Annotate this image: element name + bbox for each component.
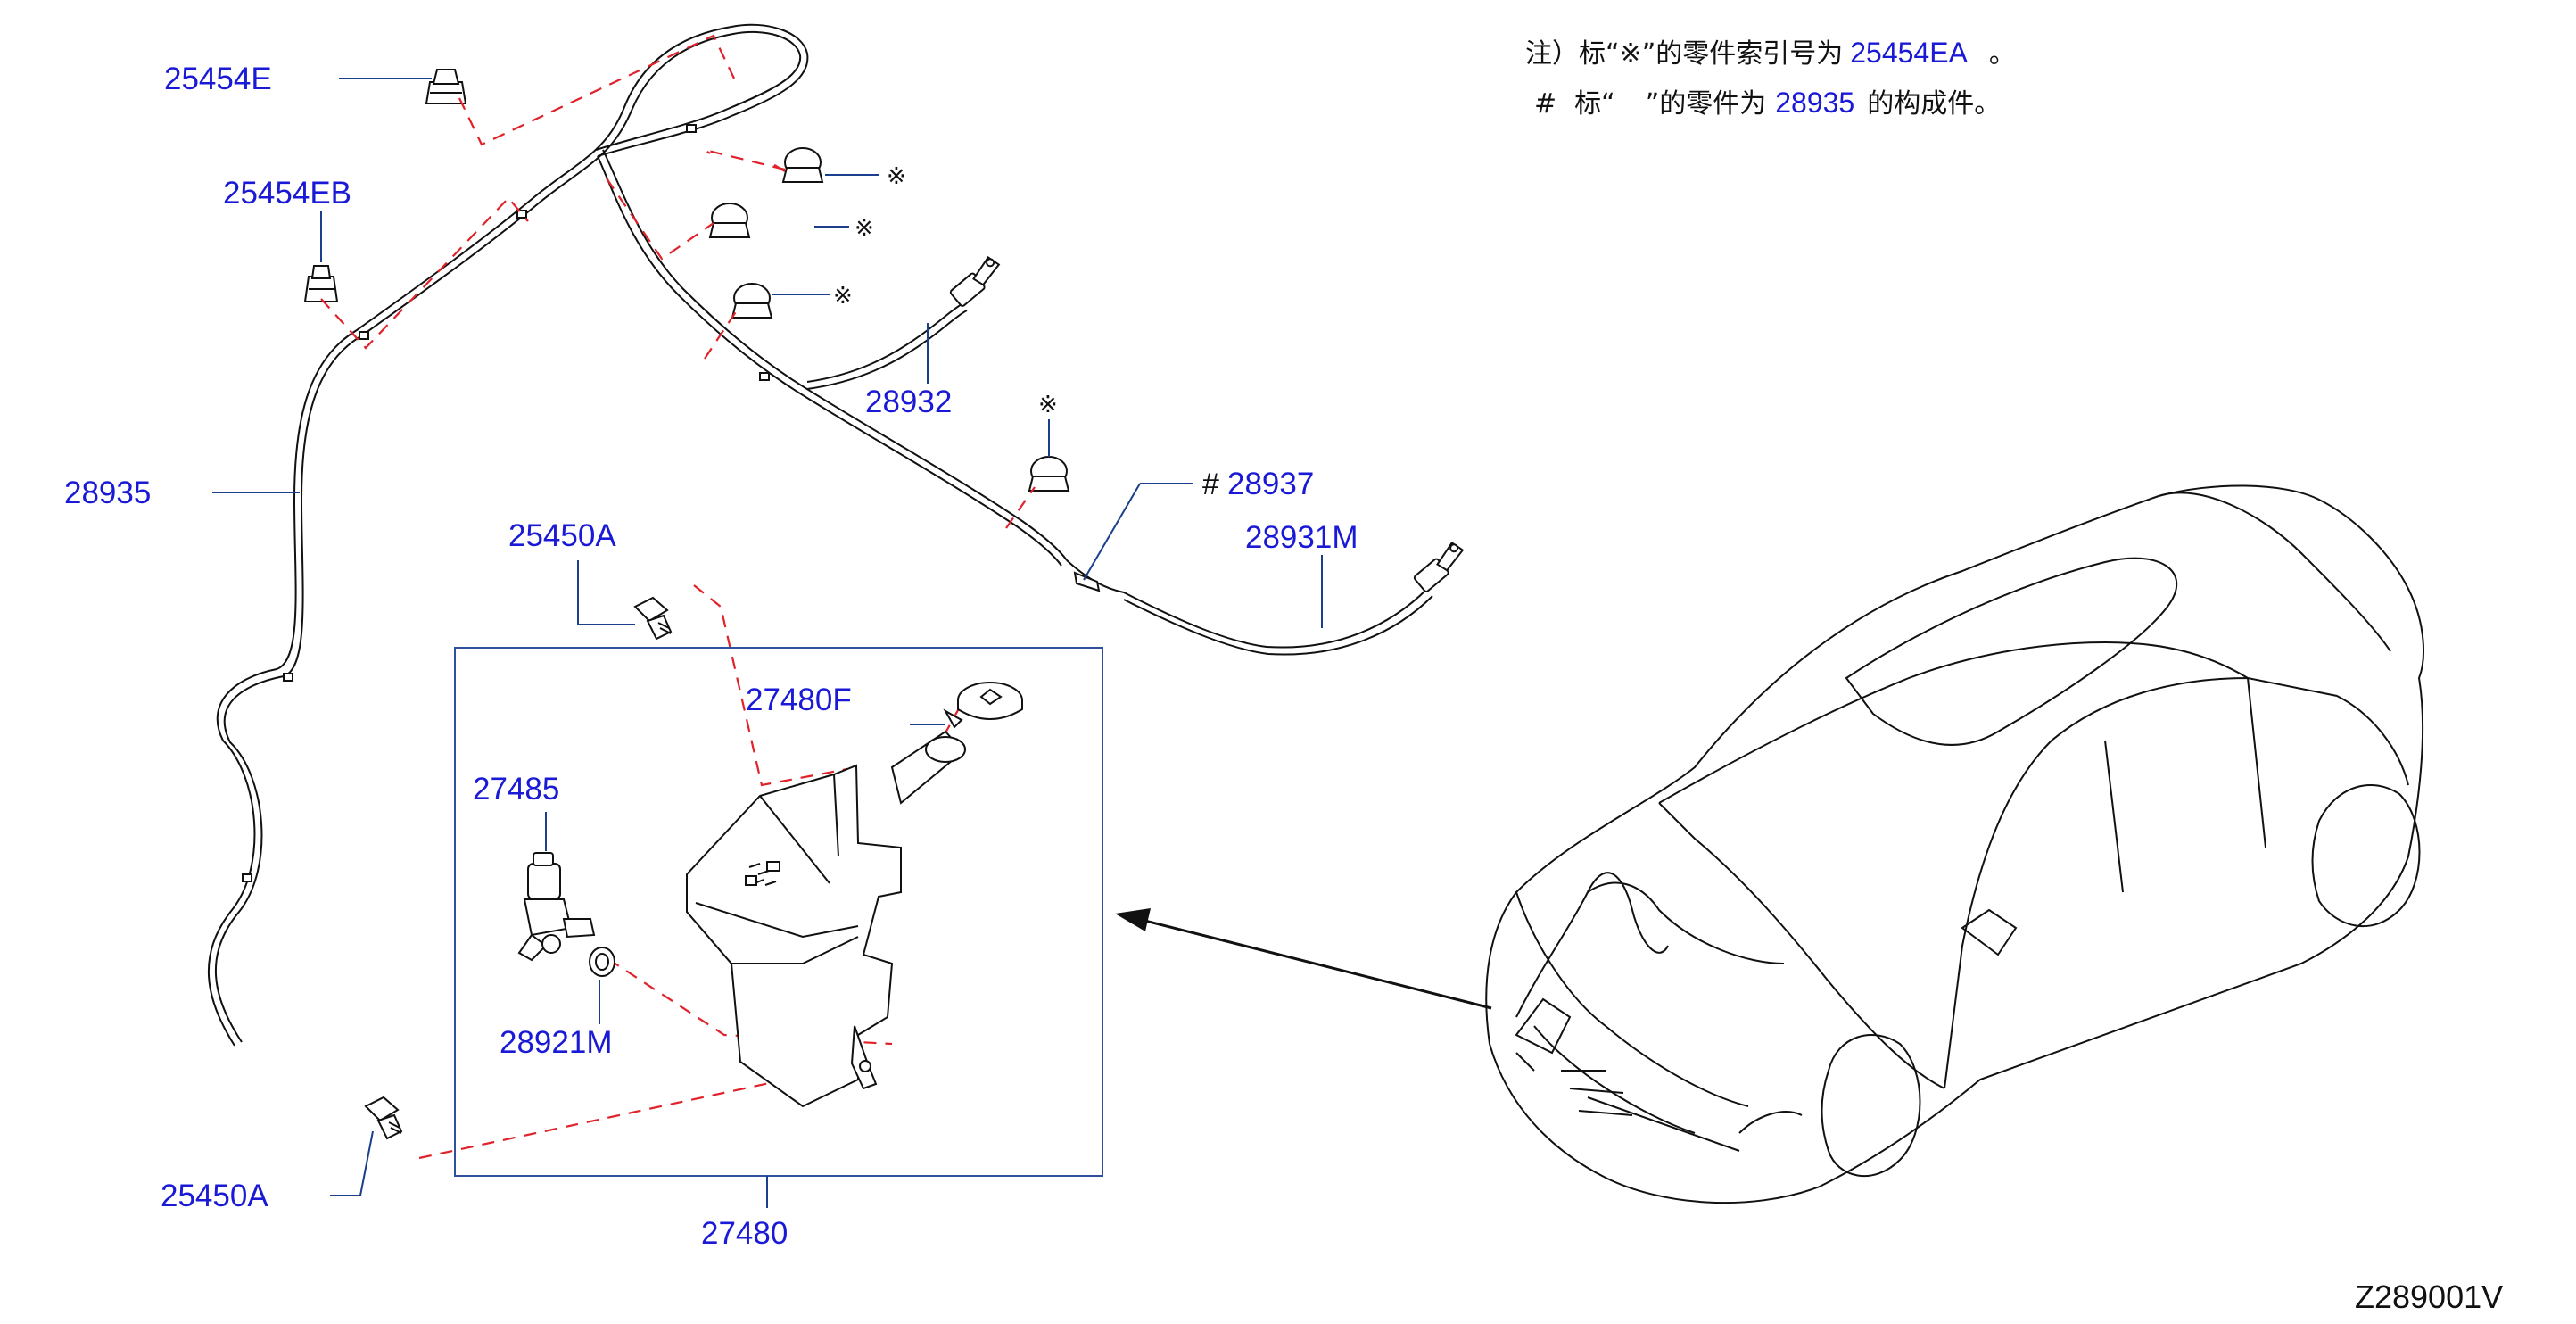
sunroof xyxy=(1845,557,2178,746)
hose-clips xyxy=(303,69,1070,492)
bolt-bottom-icon xyxy=(364,1096,403,1140)
clip-25454EB-icon xyxy=(303,265,339,302)
label-25450A-top: 25450A xyxy=(508,518,616,553)
clip-25454E-icon xyxy=(425,69,467,104)
mark-star-3: ※ xyxy=(833,283,853,310)
washer-nozzle-icon xyxy=(1413,542,1465,592)
label-28937: 28937 xyxy=(1227,467,1314,501)
clip-star-4-icon xyxy=(1028,456,1070,492)
label-27480F: 27480F xyxy=(746,683,852,717)
front-wheel xyxy=(1821,1034,1921,1177)
label-28937-mark: # xyxy=(1202,468,1219,501)
label-27485: 27485 xyxy=(473,772,559,807)
arrow-head-icon xyxy=(1115,908,1151,931)
label-25454EB: 25454EB xyxy=(223,176,351,211)
grommet-icon xyxy=(589,947,615,977)
clip-star-3-icon xyxy=(731,283,773,319)
hose-clip xyxy=(686,124,697,133)
hose-clip xyxy=(759,372,770,381)
label-28921M: 28921M xyxy=(500,1025,612,1060)
hose-clip xyxy=(283,673,293,682)
bolt-top-icon xyxy=(633,596,673,641)
hose-28931M xyxy=(1066,542,1465,656)
label-25450A-bottom: 25450A xyxy=(161,1179,268,1213)
rear-wheel xyxy=(2311,784,2421,927)
washer-pump-icon xyxy=(517,852,596,962)
washer-reservoir-tank xyxy=(686,730,966,1108)
clip-star-1-icon xyxy=(781,147,824,183)
connector-28937 xyxy=(1073,571,1101,592)
clip-star-2-icon xyxy=(708,203,751,238)
hose-clip xyxy=(516,210,527,219)
side-mirror xyxy=(1961,908,2018,956)
leader-lines xyxy=(212,78,1323,1208)
diagram-code: Z289001V xyxy=(2355,1278,2503,1315)
reference-dashes xyxy=(320,34,1036,1160)
washer-nozzle-icon xyxy=(949,256,1001,307)
label-25454E: 25454E xyxy=(164,62,272,96)
hose-28932 xyxy=(806,256,1001,390)
mark-star-4: ※ xyxy=(1038,392,1058,418)
location-arrow xyxy=(1115,908,1492,1010)
label-28932: 28932 xyxy=(865,385,952,419)
reservoir-callout-box xyxy=(454,647,1103,1177)
hose-clip xyxy=(359,331,369,340)
label-28935: 28935 xyxy=(64,476,151,510)
mark-star-1: ※ xyxy=(887,163,906,190)
car-illustration xyxy=(1485,484,2424,1204)
hose-28935 xyxy=(207,23,1068,1047)
hose-clip xyxy=(242,873,252,882)
filler-cap-icon xyxy=(943,682,1023,729)
label-28931M: 28931M xyxy=(1245,520,1358,555)
mark-star-2: ※ xyxy=(855,215,874,242)
part-labels: 25454E 25454EB 28935 25450A 27480F 27485… xyxy=(64,62,1358,1251)
label-27480: 27480 xyxy=(701,1216,788,1251)
